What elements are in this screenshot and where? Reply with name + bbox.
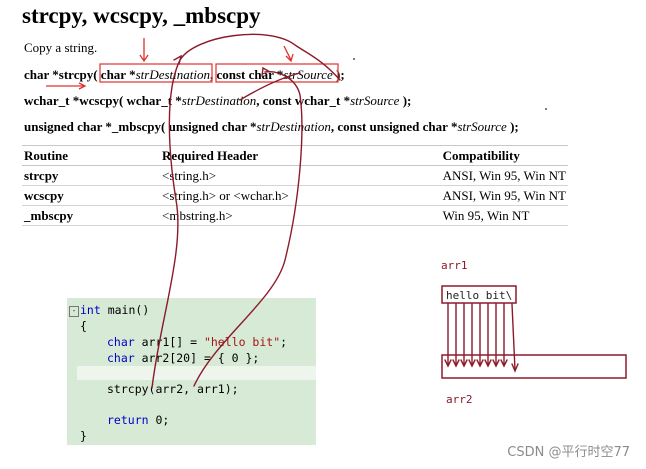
routine-cell: _mbscpy [22, 205, 161, 226]
proto-end: ); [332, 67, 345, 82]
proto-end: ); [506, 119, 519, 134]
watermark: CSDN @平行时空77 [507, 445, 630, 460]
prototype-strcpy: char *strcpy( char *strDestination, cons… [24, 67, 345, 83]
code-text: ; [280, 335, 288, 349]
page-title: strcpy, wcscpy, _mbscpy [22, 3, 261, 28]
code-line: strcpy(arr2, arr1); [107, 382, 239, 396]
param2-arrow [283, 45, 292, 61]
code-line: int main() [80, 303, 149, 317]
table-row: _mbscpy <mbstring.h> Win 95, Win NT [22, 205, 568, 226]
arr2-label: arr2 [446, 393, 473, 406]
proto-param2-type: const char * [216, 67, 284, 82]
proto-return: char *strcpy( [24, 67, 101, 82]
page-description: Copy a string. [24, 40, 98, 55]
proto-param2-name: strSource [350, 93, 400, 108]
routine-cell: strcpy [22, 165, 161, 186]
proto-param1-type: char * [100, 67, 136, 82]
table-row: wcscpy <string.h> or <wchar.h> ANSI, Win… [22, 185, 568, 206]
code-keyword: char [107, 351, 135, 365]
proto-param1-type: unsigned char * [168, 119, 257, 134]
code-text: arr1[] = [134, 335, 204, 349]
arr1-box-text: hello bit\ [446, 289, 513, 302]
proto-param2-type: const wchar_t * [262, 93, 351, 108]
routine-cell: wcscpy [22, 185, 161, 206]
table-header-row: Routine Required Header Compatibility [22, 145, 568, 166]
code-line: } [80, 429, 87, 443]
proto-param1-name: strDestination [256, 119, 331, 134]
arr1-label: arr1 [441, 259, 468, 272]
fold-toggle-icon[interactable]: - [69, 306, 79, 317]
compatibility-cell: ANSI, Win 95, Win NT [440, 165, 568, 186]
header-cell: <string.h> or <wchar.h> [160, 185, 441, 206]
code-line: return 0; [107, 413, 169, 427]
code-text: 0; [148, 413, 170, 427]
column-header-compatibility: Compatibility [440, 145, 568, 166]
code-keyword: return [107, 413, 149, 427]
code-keyword: char [107, 335, 135, 349]
current-line-highlight [77, 366, 316, 380]
code-line: char arr1[] = "hello bit"; [107, 335, 287, 349]
proto-param2-name: strSource [457, 119, 507, 134]
compatibility-cell: ANSI, Win 95, Win NT [440, 185, 568, 206]
proto-param2-type: const unsigned char * [337, 119, 458, 134]
code-text: arr2[20] = { 0 }; [134, 351, 260, 365]
requirements-table: Routine Required Header Compatibility st… [22, 145, 568, 226]
arr2-box [441, 354, 627, 379]
proto-return: unsigned char *_mbscpy( [24, 119, 169, 134]
code-editor[interactable]: - int main() { char arr1[] = "hello bit"… [67, 298, 316, 445]
column-header-routine: Routine [22, 145, 161, 166]
header-cell: <string.h> [160, 165, 441, 186]
prototype-mbscpy: unsigned char *_mbscpy( unsigned char *s… [24, 119, 519, 135]
header-cell: <mbstring.h> [160, 205, 441, 226]
proto-return: wchar_t *wcscpy( [24, 93, 127, 108]
compatibility-cell: Win 95, Win NT [440, 205, 568, 226]
proto-param1-type: wchar_t * [126, 93, 182, 108]
code-text: main() [100, 303, 150, 317]
code-line: { [80, 319, 87, 333]
proto-param1-name: strDestination [181, 93, 257, 108]
prototype-wcscpy: wchar_t *wcscpy( wchar_t *strDestination… [24, 93, 411, 109]
column-header-required-header: Required Header [160, 145, 441, 166]
code-string: "hello bit" [203, 335, 281, 349]
proto-param1-name: strDestination [135, 67, 210, 82]
code-keyword: int [80, 303, 101, 317]
table-row: strcpy <string.h> ANSI, Win 95, Win NT [22, 165, 568, 186]
proto-end: ); [399, 93, 412, 108]
proto-param2-name: strSource [283, 67, 333, 82]
code-line: char arr2[20] = { 0 }; [107, 351, 259, 365]
